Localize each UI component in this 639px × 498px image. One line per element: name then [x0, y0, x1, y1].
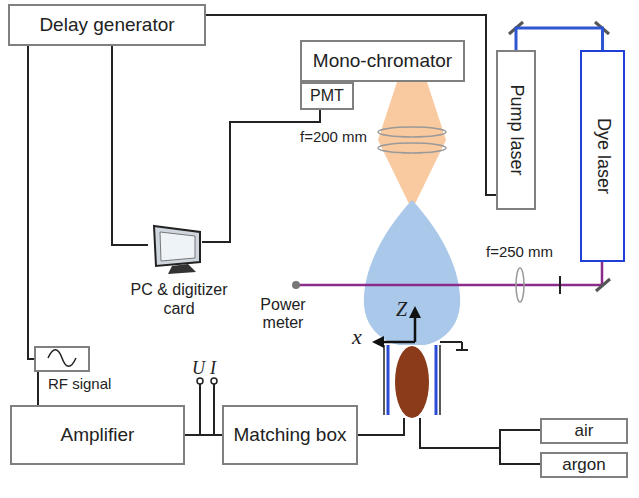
- signal-wire: [28, 46, 34, 359]
- signal-generator: RF signal: [34, 346, 90, 372]
- axis-name: Z: [396, 298, 407, 321]
- laser-box: Pump laser: [496, 50, 536, 210]
- signal-wire: [206, 15, 496, 195]
- ground-symbol: [461, 342, 463, 350]
- node-text: Delay generator: [39, 14, 174, 36]
- current-probe: [211, 378, 217, 384]
- axis-name: x: [352, 324, 362, 350]
- torch-tube: [383, 345, 385, 415]
- z-axis: [414, 316, 417, 342]
- aperture: [559, 276, 561, 294]
- device-box: Amplifier: [10, 405, 185, 465]
- lens: [378, 127, 446, 137]
- monitor-symbol: [148, 222, 210, 276]
- plasma-plume: [364, 200, 460, 345]
- mirror: [596, 279, 610, 291]
- ground-symbol: [456, 349, 468, 351]
- z-axis: [409, 306, 421, 318]
- device-box: Matching box: [222, 405, 358, 465]
- torch-tube: [387, 345, 390, 415]
- torch-tube: [435, 345, 438, 415]
- node-text: Pump laser: [506, 84, 527, 175]
- node-text: PMT: [310, 87, 344, 105]
- gas-line: [420, 418, 500, 448]
- signal-name: I: [210, 358, 216, 379]
- node-text: air: [575, 421, 594, 441]
- node-text: Dye laser: [592, 118, 613, 194]
- light-cone: [378, 82, 446, 210]
- node-text: Mono-chromator: [313, 50, 452, 72]
- node-text: RF signal: [48, 375, 111, 392]
- laser-beam: [516, 28, 603, 50]
- torch-tube: [439, 345, 441, 415]
- voltage-probe: [197, 378, 203, 384]
- lens: [516, 268, 524, 302]
- detector-box: PMT: [300, 82, 354, 110]
- signal-wire: [37, 372, 39, 405]
- sine-symbol: [36, 348, 87, 369]
- laser-beam: [296, 262, 602, 285]
- electrode: [395, 346, 429, 418]
- gas-supply: argon: [540, 452, 628, 478]
- signal-name: U: [192, 358, 205, 379]
- gas-line: [500, 430, 540, 464]
- rf-wire: [358, 418, 404, 435]
- node-text: PC & digitizer card: [119, 280, 239, 318]
- power-meter-symbol: [292, 281, 300, 289]
- current-probe: [213, 384, 215, 435]
- signal-wire: [112, 46, 148, 245]
- part-name: Power meter: [250, 296, 316, 333]
- node-text: argon: [562, 455, 605, 475]
- lens: [378, 143, 446, 153]
- flange: [440, 341, 462, 343]
- device-box: Delay generator: [8, 4, 206, 46]
- voltage-probe: [199, 384, 201, 435]
- x-axis: [372, 336, 384, 348]
- focal-length: f=250 mm: [486, 243, 553, 260]
- node-text: Amplifier: [61, 424, 135, 446]
- x-axis: [382, 341, 415, 344]
- gas-supply: air: [540, 418, 628, 444]
- signal-wire: [185, 434, 222, 436]
- node-text: Matching box: [233, 424, 346, 446]
- device-box: Mono-chromator: [300, 40, 465, 82]
- focal-length: f=200 mm: [300, 128, 367, 145]
- computer-icon: PC & digitizer card: [148, 222, 210, 276]
- laser-box: Dye laser: [580, 50, 625, 262]
